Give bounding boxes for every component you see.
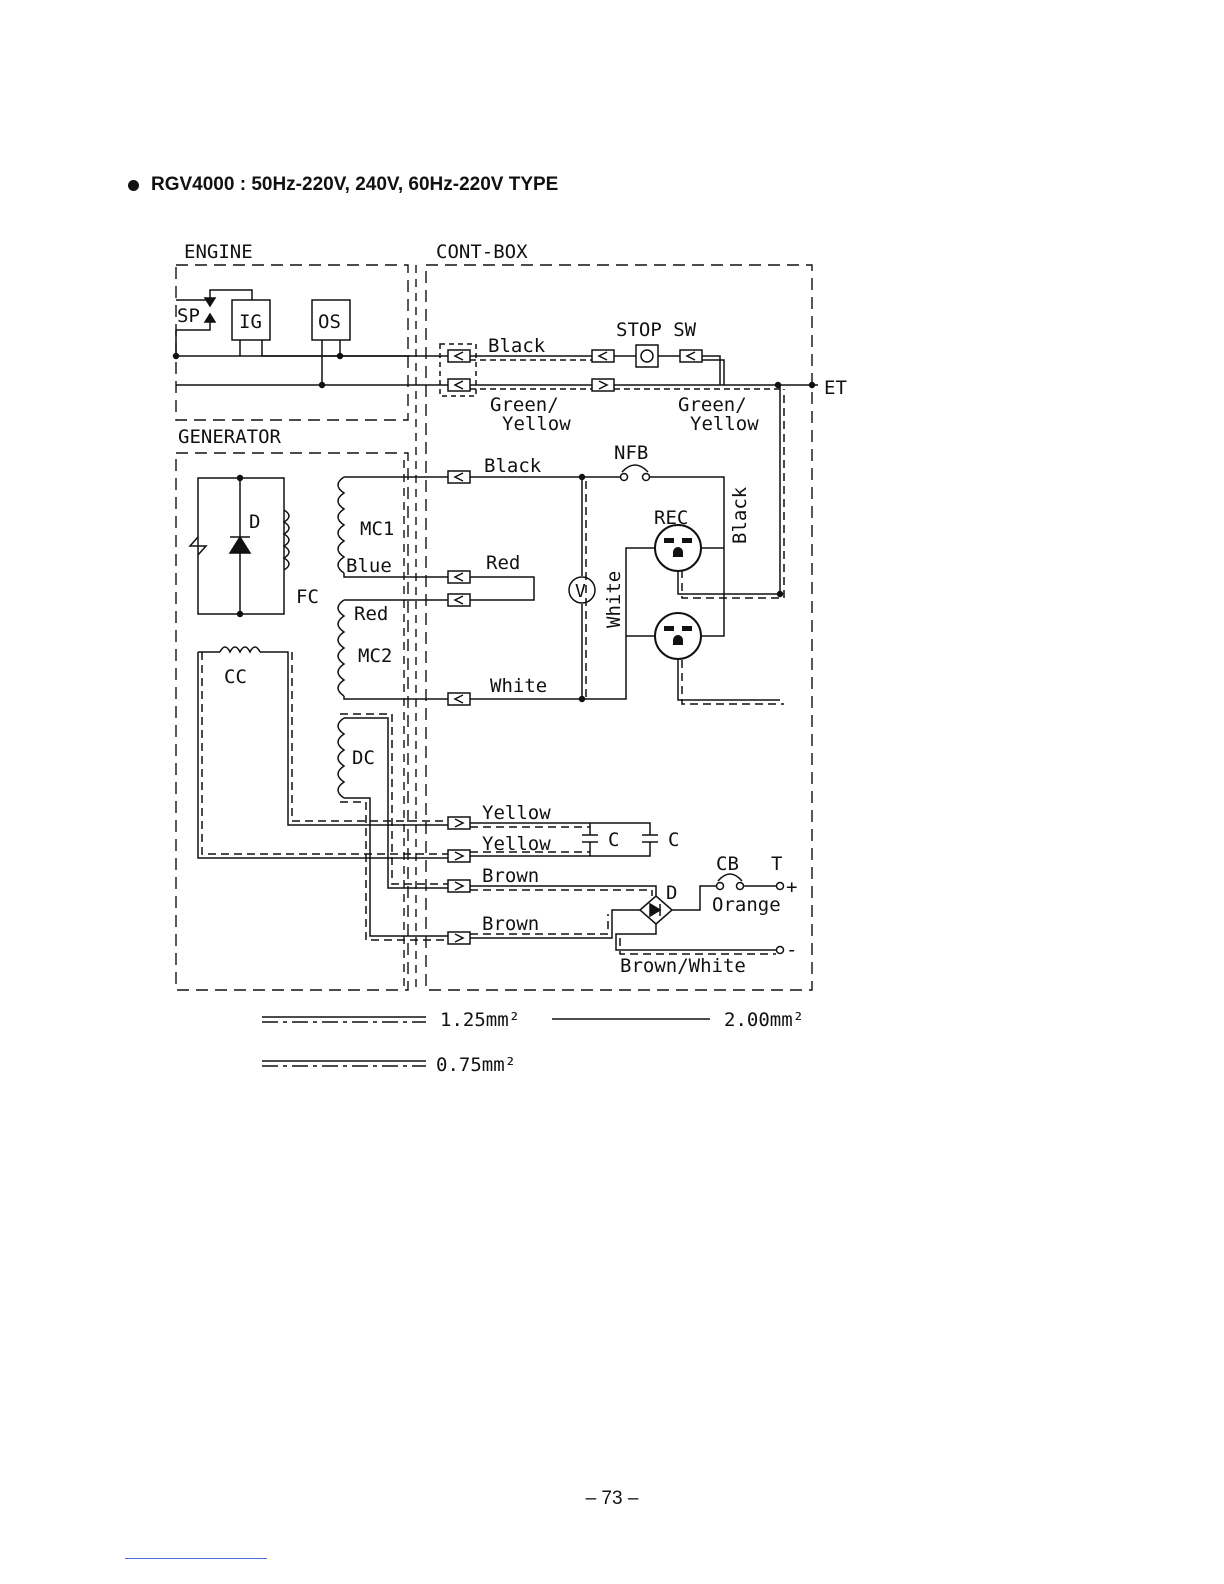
wire-red-2: Red (354, 603, 388, 625)
et-label: ET (824, 377, 847, 399)
wire-orange: Orange (712, 894, 781, 916)
rec-receptacle-1 (655, 525, 701, 571)
mc2-label: MC2 (358, 645, 392, 667)
wire-black-vertical: Black (729, 486, 751, 544)
wire-black-top: Black (488, 335, 546, 357)
d-label: D (249, 511, 260, 533)
wire-brown-2: Brown (482, 913, 539, 935)
legend-gauge-1: 1.25mm² (440, 1009, 520, 1031)
legend-line-3 (262, 1061, 426, 1066)
wire-white-v: White (603, 571, 625, 628)
harness-trunk (404, 265, 416, 990)
cc-label: CC (224, 666, 247, 688)
wire-brown-white: Brown/White (620, 955, 746, 977)
os-label: OS (318, 311, 341, 333)
legend-gauge-2: 2.00mm² (724, 1009, 804, 1031)
d-rect-label: D (666, 882, 677, 904)
page-number: – 73 – (0, 1488, 1224, 1510)
legend-line-1 (262, 1017, 426, 1022)
voltmeter-label: V (575, 581, 586, 602)
cont-box-label: CONT-BOX (436, 241, 528, 263)
mc1-label: MC1 (360, 518, 394, 540)
sp-label: SP (177, 305, 200, 327)
cb-label: CB (716, 853, 739, 875)
wire-red-1: Red (486, 552, 520, 574)
c2-label: C (668, 829, 679, 851)
dc-label: DC (352, 747, 375, 769)
wire-brown-1: Brown (482, 865, 539, 887)
footer-rule (125, 1558, 267, 1559)
wire-green-yellow-1b: Yellow (502, 413, 571, 435)
wire-blue: Blue (346, 555, 392, 577)
engine-label: ENGINE (184, 241, 253, 263)
engine-wiring (174, 330, 449, 388)
rec-receptacle-2 (655, 613, 701, 659)
minus-label: - (786, 939, 797, 961)
stop-sw-label: STOP SW (616, 319, 697, 341)
wire-yellow-1: Yellow (482, 802, 551, 824)
wire-yellow-2: Yellow (482, 833, 551, 855)
generator-label: GENERATOR (178, 426, 282, 448)
t-label: T (771, 853, 782, 875)
fc-label: FC (296, 586, 319, 608)
wire-green-yellow-2b: Yellow (690, 413, 759, 435)
nfb-label: NFB (614, 442, 648, 464)
rec-label: REC (654, 507, 688, 529)
wire-white-h: White (490, 675, 547, 697)
engine-box (176, 265, 408, 420)
plus-label: + (786, 876, 797, 898)
wire-black-nfb: Black (484, 455, 542, 477)
c1-label: C (608, 829, 619, 851)
ig-label: IG (239, 311, 262, 333)
legend-gauge-3: 0.75mm² (436, 1054, 516, 1076)
fc-field-coil-block (190, 476, 289, 617)
